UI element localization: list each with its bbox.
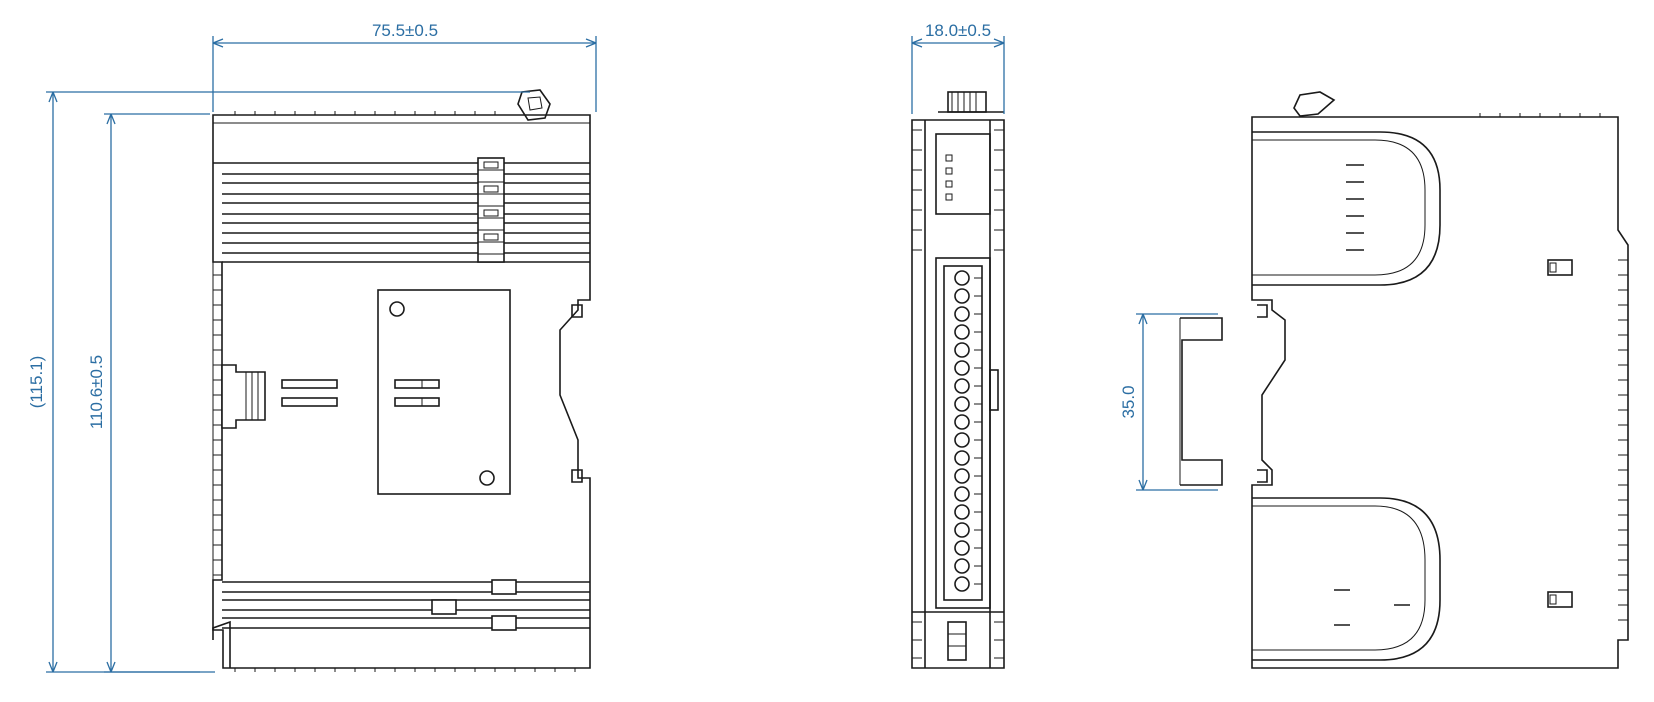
dim-label-front-width: 75.5±0.5 [372,21,438,40]
dimension-din-rail: 35.0 [1119,313,1218,491]
terminal-circle [954,486,970,502]
side-view [911,91,1005,669]
terminal-circle [954,342,970,358]
terminal-circle [954,288,970,304]
terminal-circle [954,396,970,412]
terminal-circle [954,306,970,322]
terminal-circle [954,360,970,376]
dim-label-body-height: 110.6±0.5 [87,355,106,429]
dimension-body-height: 110.6±0.5 [87,113,210,673]
terminal-circle [954,414,970,430]
terminal-circle [954,468,970,484]
terminal-circle [954,576,970,592]
dim-label-din-rail: 35.0 [1119,385,1138,418]
terminal-circle [954,270,970,286]
terminal-circle [954,378,970,394]
terminal-circle [954,522,970,538]
terminal-circle [954,540,970,556]
dim-label-overall-height: (115.1) [27,356,46,409]
terminal-circle [954,558,970,574]
terminal-circle [954,432,970,448]
dimension-front-width: 75.5±0.5 [212,21,597,112]
terminal-circle [954,504,970,520]
terminal-circles [954,270,982,592]
front-view [212,89,591,672]
dimension-side-width: 18.0±0.5 [911,21,1005,114]
dim-label-side-width: 18.0±0.5 [925,21,991,40]
terminal-circle [954,324,970,340]
rear-view [1179,91,1629,669]
terminal-circle [954,450,970,466]
